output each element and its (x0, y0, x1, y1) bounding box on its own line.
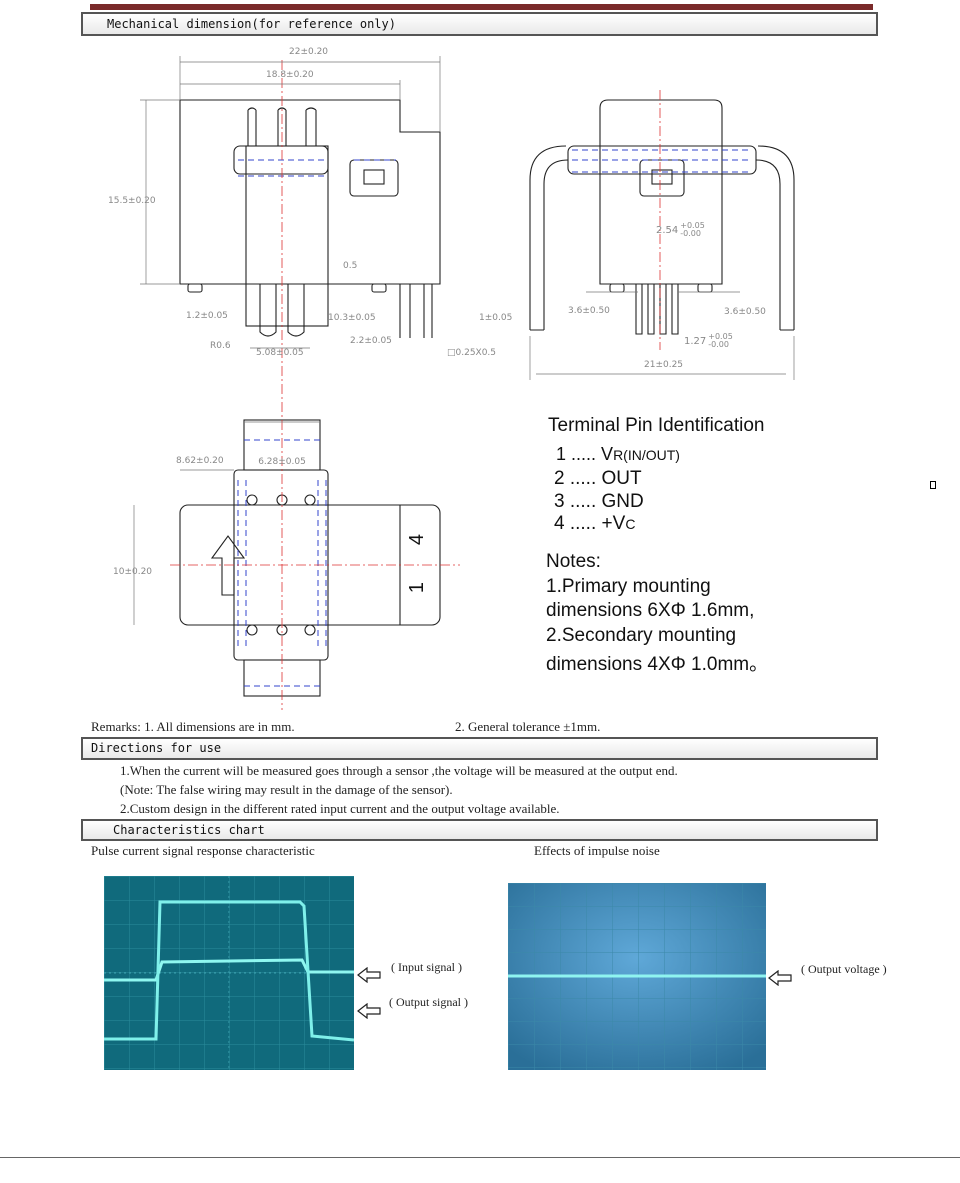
pin-label-4: 4 (406, 533, 429, 546)
pin-label-1: 1 (406, 581, 429, 594)
stray-mark (930, 481, 936, 489)
dim-0-5: 0.5 (343, 261, 358, 271)
directions-line-2: (Note: The false wiring may result in th… (120, 782, 453, 797)
remark-2: 2. General tolerance ±1mm. (455, 719, 601, 734)
dim-1-2: 1.2±0.05 (186, 311, 228, 321)
directions-line-1: 1.When the current will be measured goes… (120, 763, 678, 778)
input-signal-label: ( Input signal ) (391, 960, 462, 974)
dim-3-6-right: 3.6±0.50 (724, 307, 766, 317)
list-item: 2 ..... OUT (554, 468, 642, 489)
dim-r0-6: R0.6 (210, 341, 231, 351)
notes-line: dimensions 4XΦ 1.0mm。 (546, 654, 769, 675)
dim-10: 10±0.20 (113, 567, 153, 577)
notes-line: 1.Primary mounting (546, 576, 711, 597)
dim-8-62: 8.62±0.20 (176, 456, 224, 466)
left-arrow-icon (768, 970, 792, 986)
section-header-mechanical: Mechanical dimension(for reference only) (81, 12, 878, 36)
list-item: 4 ..... +VC (554, 513, 636, 534)
pulse-response-scope-image (104, 876, 354, 1070)
section-title: Mechanical dimension(for reference only) (107, 17, 396, 31)
dim-15-5: 15.5±0.20 (108, 196, 156, 206)
dim-2-2: 2.2±0.05 (350, 336, 392, 346)
output-voltage-label: ( Output voltage ) (801, 962, 887, 976)
left-chart-caption: Pulse current signal response characteri… (91, 843, 315, 858)
dim-21: 21±0.25 (644, 360, 684, 370)
dim-1: 1±0.05 (479, 313, 513, 323)
list-item: 3 ..... GND (554, 491, 644, 512)
top-decor-bar (90, 4, 873, 10)
dim-3-6-left: 3.6±0.50 (568, 306, 610, 316)
dim-22: 22±0.20 (289, 47, 329, 57)
section-header-directions: Directions for use (81, 737, 878, 760)
left-arrow-icon (357, 1003, 381, 1019)
dim-5-08: 5.08±0.05 (256, 348, 304, 358)
notes-line: 2.Secondary mounting (546, 625, 737, 646)
mechanical-drawing: 6.28±0.05 (133, 56, 795, 710)
right-chart-caption: Effects of impulse noise (534, 843, 660, 858)
section-title: Characteristics chart (113, 823, 265, 837)
impulse-noise-scope-image (508, 883, 766, 1070)
list-item: 1 ..... VR(IN/OUT) (556, 444, 680, 464)
dim-1-27: 1.27+0.05-0.00 (684, 332, 733, 349)
terminal-title: Terminal Pin Identification (548, 415, 765, 436)
remark-1: Remarks: 1. All dimensions are in mm. (91, 719, 295, 734)
section-title: Directions for use (91, 741, 222, 755)
left-arrow-icon (357, 967, 381, 983)
notes-title: Notes: (546, 551, 601, 572)
section-header-characteristics: Characteristics chart (81, 819, 878, 841)
dim-text: 6.28±0.05 (258, 457, 306, 467)
dim-18-8: 18.8±0.20 (266, 70, 314, 80)
dim-square: □0.25X0.5 (447, 348, 497, 358)
notes-line: dimensions 6XΦ 1.6mm, (546, 600, 755, 621)
dim-10-3: 10.3±0.05 (328, 313, 376, 323)
dim-2-54: 2.54+0.05-0.00 (656, 221, 705, 238)
bottom-divider (0, 1157, 960, 1158)
output-signal-label: ( Output signal ) (389, 995, 468, 1009)
directions-line-3: 2.Custom design in the different rated i… (120, 801, 560, 816)
